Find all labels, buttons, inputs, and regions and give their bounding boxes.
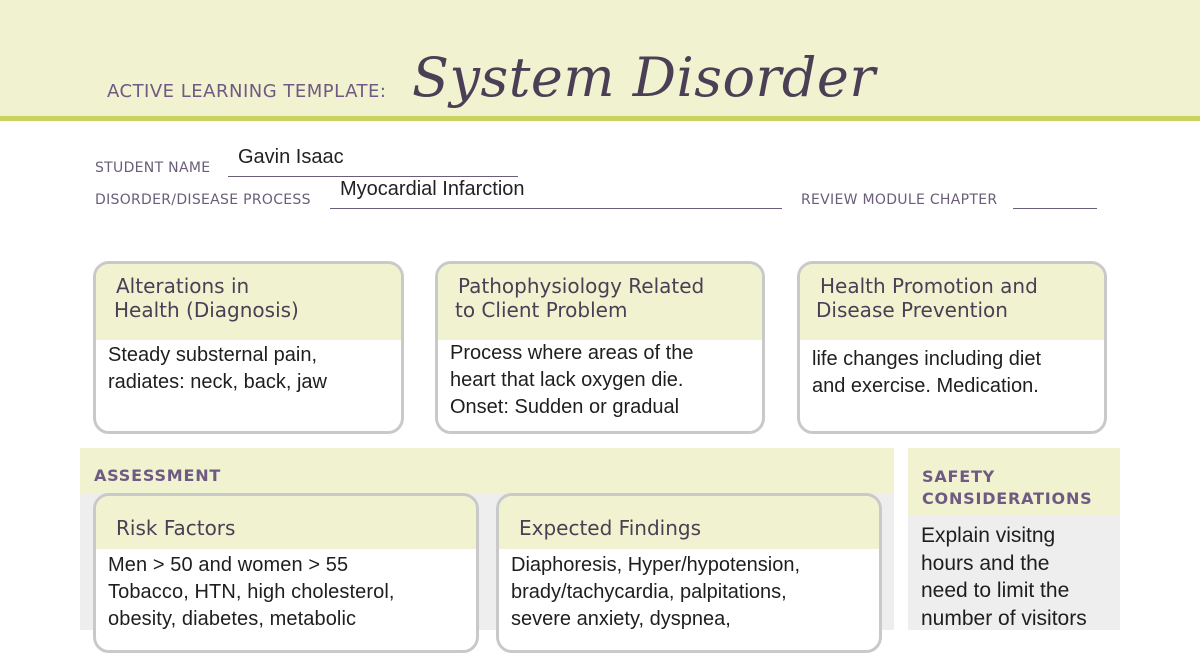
assessment-heading: ASSESSMENT bbox=[80, 448, 894, 494]
box-content[interactable]: Steady substernal pain, radiates: neck, … bbox=[96, 340, 401, 396]
safety-heading: SAFETY CONSIDERATIONS bbox=[908, 448, 1120, 516]
content-line: Explain visitng bbox=[921, 524, 1056, 547]
box-title-line: Health Promotion and bbox=[820, 274, 1038, 298]
safety-content[interactable]: Explain visitng hours and the need to li… bbox=[921, 522, 1116, 632]
pathophysiology-box: Pathophysiology Related to Client Proble… bbox=[435, 261, 765, 434]
box-content[interactable]: Process where areas of the heart that la… bbox=[438, 340, 762, 421]
content-line: Men > 50 and women > 55 bbox=[108, 554, 349, 576]
box-title: Pathophysiology Related to Client Proble… bbox=[438, 264, 762, 340]
content-line: number of visitors bbox=[921, 606, 1087, 630]
content-line: Tobacco, HTN, high cholesterol, bbox=[108, 581, 395, 603]
content-line: need to limit the bbox=[921, 579, 1070, 602]
box-title-line: to Client Problem bbox=[455, 298, 628, 322]
review-module-label: REVIEW MODULE CHAPTER bbox=[801, 192, 998, 208]
safety-heading-line: SAFETY bbox=[922, 467, 996, 486]
disorder-line bbox=[330, 208, 782, 209]
content-line: Onset: Sudden or gradual bbox=[450, 396, 680, 418]
content-line: Diaphoresis, Hyper/hypotension, bbox=[511, 554, 801, 576]
student-name-label: STUDENT NAME bbox=[95, 160, 211, 176]
template-label: ACTIVE LEARNING TEMPLATE: bbox=[107, 81, 387, 102]
box-title: Risk Factors bbox=[96, 496, 476, 549]
student-name-value[interactable]: Gavin Isaac bbox=[238, 146, 344, 168]
box-content[interactable]: Diaphoresis, Hyper/hypotension, brady/ta… bbox=[499, 549, 879, 633]
content-line: and exercise. Medication. bbox=[812, 375, 1039, 397]
header-banner bbox=[0, 0, 1200, 121]
content-line: severe anxiety, dyspnea, bbox=[511, 608, 731, 630]
box-title: Alterations in Health (Diagnosis) bbox=[96, 264, 401, 340]
box-content[interactable]: life changes including diet and exercise… bbox=[800, 340, 1104, 400]
content-line: hours and the bbox=[921, 551, 1050, 575]
content-line: radiates: neck, back, jaw bbox=[108, 371, 327, 393]
page-title: System Disorder bbox=[412, 46, 876, 109]
box-title-line: Disease Prevention bbox=[816, 298, 1008, 322]
box-title-line: Alterations in bbox=[116, 274, 250, 298]
risk-factors-box: Risk Factors Men > 50 and women > 55 Tob… bbox=[93, 493, 479, 653]
disorder-label: DISORDER/DISEASE PROCESS bbox=[95, 192, 311, 208]
box-title-line: Health (Diagnosis) bbox=[114, 298, 299, 322]
content-line: brady/tachycardia, palpitations, bbox=[511, 581, 787, 603]
alterations-in-health-box: Alterations in Health (Diagnosis) Steady… bbox=[93, 261, 404, 434]
box-content[interactable]: Men > 50 and women > 55 Tobacco, HTN, hi… bbox=[96, 549, 476, 633]
disorder-value[interactable]: Myocardial Infarction bbox=[340, 178, 525, 200]
content-line: Steady substernal pain, bbox=[108, 344, 318, 366]
content-line: obesity, diabetes, metabolic bbox=[108, 608, 357, 630]
health-promotion-box: Health Promotion and Disease Prevention … bbox=[797, 261, 1107, 434]
box-title-line: Pathophysiology Related bbox=[458, 274, 705, 298]
content-line: Process where areas of the bbox=[450, 342, 694, 364]
content-line: life changes including diet bbox=[812, 348, 1042, 370]
box-title: Health Promotion and Disease Prevention bbox=[800, 264, 1104, 340]
safety-heading-line: CONSIDERATIONS bbox=[922, 489, 1093, 508]
content-line: heart that lack oxygen die. bbox=[450, 369, 684, 391]
student-name-line bbox=[228, 176, 518, 177]
box-title: Expected Findings bbox=[499, 496, 879, 549]
review-module-line bbox=[1013, 208, 1097, 209]
expected-findings-box: Expected Findings Diaphoresis, Hyper/hyp… bbox=[496, 493, 882, 653]
